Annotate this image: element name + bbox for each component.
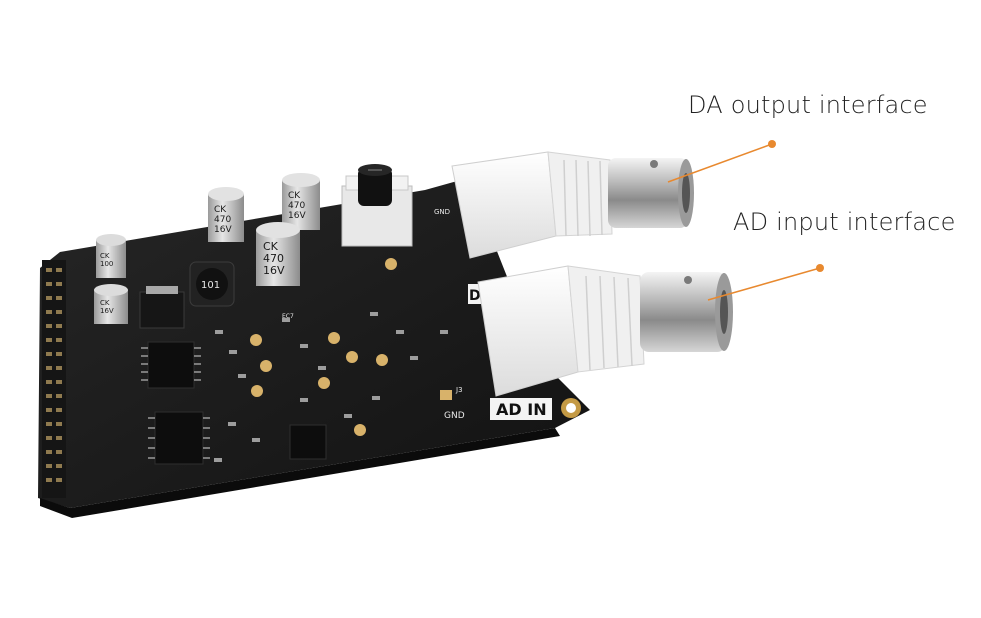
svg-text:470: 470 [214,215,231,225]
gnd-top-label: GND [434,208,450,216]
capacitor-large-right: CK 470 16V [282,173,320,230]
capacitor-small-left: CK 100 [96,234,126,278]
svg-text:470: 470 [288,201,305,211]
svg-text:CK: CK [263,240,279,253]
bnc-connector-ad-input [477,265,733,397]
ad-in-label-box [490,398,552,420]
leader-line-da [667,143,773,183]
gold-pads [250,258,452,436]
chip-ic-lower [148,411,210,465]
da-label: D [469,288,481,304]
power-inductor: 101 [189,261,235,307]
callout-da-output: DA output interface [688,91,928,119]
leader-line-ad [707,267,821,301]
svg-text:CK: CK [214,205,227,215]
capacitor-large-left: CK 470 16V [208,187,244,242]
leader-dot-da [768,140,776,148]
smd-components [214,312,448,462]
inductor-marking: 101 [201,280,220,291]
gnd-label: GND [444,411,465,421]
svg-text:100: 100 [100,260,113,268]
ad-in-label: AD IN [496,400,547,419]
bnc-connector-da-output [451,151,694,259]
j3-label: J3 [455,386,463,394]
voltage-regulator [139,286,185,329]
capacitor-small-center: CK 16V [94,284,128,324]
capacitor-large-front: CK 470 16V [256,222,300,286]
svg-text:16V: 16V [100,307,114,315]
leader-dot-ad [816,264,824,272]
mounting-hole [561,398,581,418]
chip-ic-right [289,424,327,460]
svg-text:16V: 16V [214,225,232,235]
svg-text:CK: CK [100,252,110,260]
svg-text:CK: CK [288,191,301,201]
svg-text:CK: CK [100,299,110,307]
svg-text:470: 470 [263,252,284,265]
pin-header [42,260,66,498]
ec7-label: EC7 [282,313,294,320]
svg-text:16V: 16V [263,264,285,277]
da-label-box [468,284,482,304]
callout-ad-input: AD input interface [733,208,956,236]
silkscreen-labels: AD IN D GND J3 GND EC7 [282,208,552,421]
potentiometer [341,164,413,247]
leader-lines [667,140,824,301]
chip-ic-upper [141,341,201,389]
svg-text:16V: 16V [288,211,306,221]
